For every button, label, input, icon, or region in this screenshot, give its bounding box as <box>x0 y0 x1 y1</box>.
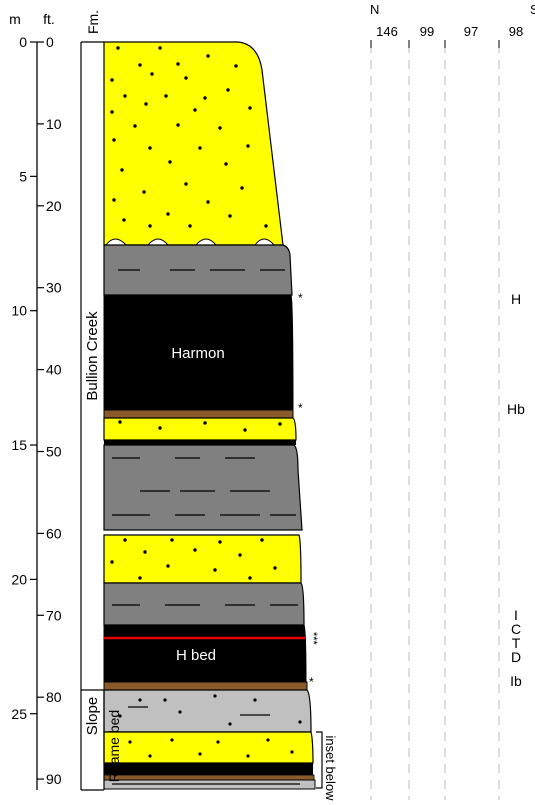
meter-tick-label: 25 <box>11 706 27 722</box>
feet-tick-label: 20 <box>46 198 62 214</box>
feet-tick-label: 50 <box>46 444 62 460</box>
feet-tick-label: 10 <box>46 116 62 132</box>
section-tick-marks <box>370 40 500 48</box>
feet-tick-label: 90 <box>46 771 62 787</box>
meter-tick-label: 20 <box>11 571 27 587</box>
star-marker-hb: * <box>298 401 303 415</box>
star-marker-ib: * <box>309 675 314 689</box>
carbonaceous-bed-2 <box>103 681 308 691</box>
slope-label: Slope <box>84 697 101 735</box>
mudstone-unit-3 <box>103 582 305 626</box>
marker-c: C <box>511 621 521 637</box>
marker-h: H <box>511 291 521 307</box>
lignite-thin-1 <box>104 440 296 445</box>
sandstone-dot-pattern <box>110 46 302 758</box>
meter-tick-label: 5 <box>19 168 27 184</box>
feet-tick-label: 0 <box>46 34 54 50</box>
lithology-column: Harmon H bed <box>103 41 316 790</box>
mudstone-dash-pattern <box>112 269 300 785</box>
section-guide-lines <box>370 44 500 800</box>
south-label: S <box>530 2 535 17</box>
feet-tick-label: 80 <box>46 689 62 705</box>
sandstone-unit-3 <box>103 534 302 584</box>
marker-t: T <box>512 635 521 651</box>
section-column-146: 146 <box>376 24 398 39</box>
feet-tick-label: 60 <box>46 525 62 541</box>
marker-hb: Hb <box>507 401 525 417</box>
marker-i: I <box>514 607 518 623</box>
marker-d: D <box>511 649 521 665</box>
harmon-label: Harmon <box>171 345 224 362</box>
pebble-lenses <box>104 238 276 246</box>
meter-tick-group: 0 5 10 15 20 25 <box>11 34 37 722</box>
sandstone-unit-rhame <box>103 731 314 764</box>
north-label: N <box>370 2 379 17</box>
formation-header-label: Fm. <box>85 10 101 34</box>
marker-ib: Ib <box>510 673 522 689</box>
meter-tick-label: 0 <box>19 34 27 50</box>
section-columns: N S 146 99 97 98 H Hb I C T D Ib <box>370 2 535 800</box>
star-marker-h: * <box>298 291 303 305</box>
mudstone-unit-1 <box>103 244 293 296</box>
section-column-97: 97 <box>464 24 478 39</box>
section-column-98: 98 <box>509 24 523 39</box>
feet-axis-label: ft. <box>43 11 55 27</box>
sandstone-unit-2 <box>103 417 297 441</box>
meter-tick-label: 15 <box>11 437 27 453</box>
carbonaceous-bed-1 <box>103 409 294 419</box>
inset-below-label: inset below <box>323 735 338 801</box>
mudstone-unit-2 <box>103 444 303 531</box>
meters-axis-label: m <box>9 11 21 27</box>
sandstone-unit-top <box>103 41 284 246</box>
bullion-creek-label: Bullion Creek <box>84 311 101 401</box>
section-column-99: 99 <box>420 24 434 39</box>
carbonaceous-bed-3 <box>103 774 315 781</box>
h-bed-label: H bed <box>176 647 216 664</box>
formation-column: Fm. Bullion Creek Slope Rhame bed <box>80 10 122 791</box>
meter-tick-label: 10 <box>11 303 27 319</box>
star-marker-triple: *** <box>307 632 319 646</box>
feet-tick-label: 70 <box>46 607 62 623</box>
feet-tick-label: 40 <box>46 362 62 378</box>
lignite-thin-2 <box>104 763 313 775</box>
depth-axis: m ft. 0 5 10 15 20 25 0 10 20 30 40 50 60 70 80 90 <box>9 11 62 790</box>
feet-tick-group: 0 10 20 30 40 50 60 70 80 90 <box>37 34 62 787</box>
rhame-bed-label: Rhame bed <box>106 710 122 782</box>
feet-tick-label: 30 <box>46 280 62 296</box>
inset-bracket <box>316 731 323 789</box>
siltstone-unit <box>103 689 312 733</box>
